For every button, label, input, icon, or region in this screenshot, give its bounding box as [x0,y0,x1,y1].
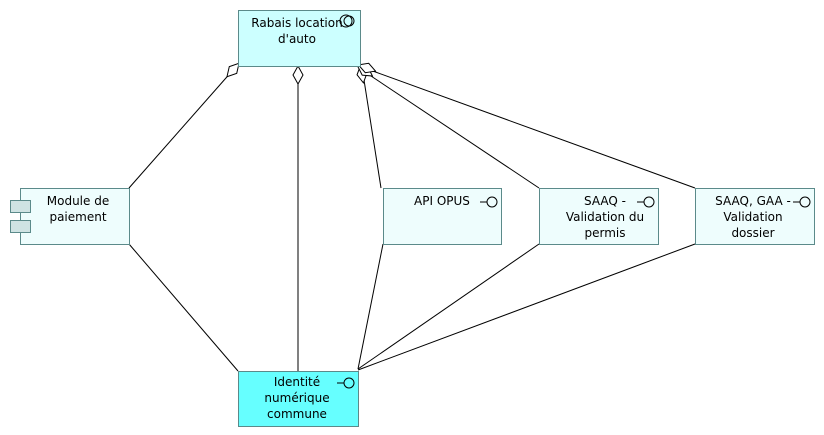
edge-line [369,69,696,189]
node-label-line: Validation du [566,210,644,224]
service-interface-icon [339,14,355,28]
node-box [539,188,659,245]
node-label-line: permis [585,226,626,240]
edge-opus-to-rabais[interactable] [356,64,382,189]
edge-dossier-to-identite[interactable] [357,243,696,371]
node-label-line: d'auto [278,32,316,46]
node-box [695,188,815,245]
edges-layer [128,60,696,372]
interface-lollipop-icon [480,196,498,208]
edge-identite-to-rabais[interactable] [292,64,304,371]
node-label-line: Validation [723,210,782,224]
interface-lollipop-icon [637,196,655,208]
node-label-line: Rabais location [251,16,342,30]
edge-dossier-to-rabais[interactable] [357,60,696,189]
edge-line [367,73,540,189]
node-label-line: SAAQ - [584,194,626,208]
node-label-line: Identité [274,375,320,389]
node-rabais-location-auto[interactable]: Rabais location d'auto [238,10,361,67]
node-label-line: Module de [47,194,109,208]
node-saaq-gaa-validation-dossier[interactable]: SAAQ, GAA - Validation dossier [695,188,815,245]
node-label-line: commune [267,407,327,421]
edge-module-to-rabais[interactable] [128,60,243,189]
node-module-de-paiement[interactable]: Module de paiement [10,188,130,245]
node-box [238,371,359,427]
aggregation-diamond-icon [357,62,377,74]
component-icon [10,200,31,233]
node-api-opus[interactable]: API OPUS [383,188,502,245]
edge-permis-to-rabais[interactable] [355,62,540,189]
interface-lollipop-icon [337,377,355,389]
node-label-line: numérique [264,391,329,405]
edge-permis-to-identite[interactable] [357,243,540,370]
edge-line [128,243,239,372]
edge-line [128,69,234,189]
edge-module-to-identite[interactable] [128,243,239,372]
edge-line [363,79,382,189]
node-label-line: paiement [49,210,106,224]
node-saaq-validation-permis[interactable]: SAAQ - Validation du permis [539,188,659,245]
aggregation-diamond-icon [292,64,304,86]
node-label-line: API OPUS [414,194,470,208]
interface-lollipop-icon [793,196,811,208]
edge-line [357,243,696,371]
edge-line [357,243,540,370]
node-box [383,188,502,245]
edge-line [357,243,384,370]
node-box [20,188,130,245]
edge-opus-to-identite[interactable] [357,243,384,370]
node-label-line: dossier [731,226,774,240]
node-identite-numerique-commune[interactable]: Identité numérique commune [238,371,359,427]
node-label-line: SAAQ, GAA - [715,194,791,208]
